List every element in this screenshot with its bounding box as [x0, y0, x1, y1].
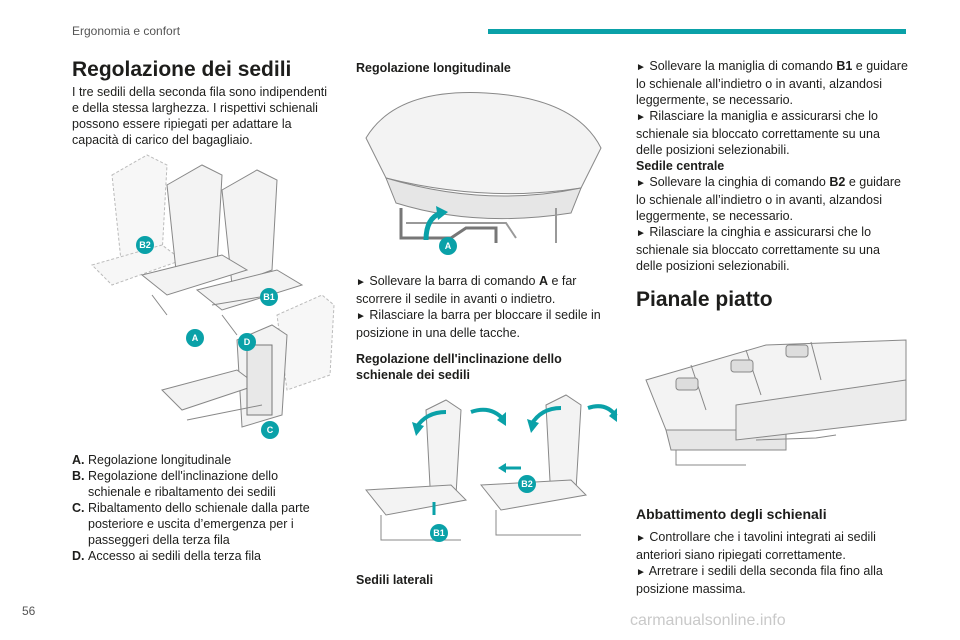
legend-item-c: C. Ribaltamento dello schienale dalla pa…: [72, 501, 310, 547]
callout-b2-recline: B2: [521, 479, 533, 489]
flat-floor-illustration: [645, 339, 907, 466]
step-longitudinal-2: ► Rilasciare la barra per bloccare il se…: [356, 308, 601, 340]
page-number: 56: [22, 604, 36, 618]
legend-list: A. Regolazione longitudinale B. Regolazi…: [72, 452, 334, 564]
step-center-2: ► Rilasciare la cinghia e assicurarsi ch…: [636, 225, 880, 273]
callout-d: D: [244, 337, 251, 347]
longitudinal-adjust-illustration: A: [365, 92, 602, 255]
column-3-bottom: Abbattimento degli schienali ► Controlla…: [636, 505, 908, 597]
step-side-2: ► Rilasciare la maniglia e assicurarsi c…: [636, 109, 880, 157]
legend-item-d: D. Accesso ai sedili della terza fila: [72, 549, 261, 563]
step-longitudinal-1: ► Sollevare la barra di comando A e far …: [356, 274, 577, 306]
callout-b2: B2: [139, 240, 151, 250]
callout-a: A: [192, 333, 199, 343]
column-3-top: ► Sollevare la maniglia di comando B1 e …: [636, 58, 908, 312]
section-title: Regolazione dei sedili: [72, 58, 292, 81]
title-flat-floor: Pianale piatto: [636, 288, 773, 311]
heading-longitudinal: Regolazione longitudinale: [356, 61, 511, 75]
column-2-top: Regolazione longitudinale: [356, 60, 610, 76]
overview-callouts: B2 B1 A D C: [136, 236, 279, 439]
legend-item-b: B. Regolazione dell'inclinazione dello s…: [72, 469, 279, 499]
heading-recline: Regolazione dell'inclinazione dello schi…: [356, 352, 562, 382]
subheading-side-seats: Sedili laterali: [356, 573, 434, 587]
step-fold-2: ► Arretrare i sedili della seconda fila …: [636, 564, 883, 596]
callout-b1-recline: B1: [433, 528, 445, 538]
recline-adjust-illustration: B1 B2: [365, 394, 618, 542]
column-1: Regolazione dei sedili I tre sedili dell…: [72, 58, 334, 148]
subheading-center-seat: Sedile centrale: [636, 159, 725, 173]
intro-paragraph: I tre sedili della seconda fila sono ind…: [72, 85, 328, 147]
step-center-1: ► Sollevare la cinghia di comando B2 e g…: [636, 175, 901, 223]
heading-fold-backrests: Abbattimento degli schienali: [636, 506, 827, 522]
legend-item-a: A. Regolazione longitudinale: [72, 453, 232, 467]
column-2-bottom: Sedili laterali: [356, 572, 610, 588]
step-fold-1: ► Controllare che i tavolini integrati a…: [636, 530, 876, 562]
callout-b1: B1: [263, 292, 275, 302]
step-side-1: ► Sollevare la maniglia di comando B1 e …: [636, 59, 908, 107]
callout-a-longitudinal: A: [445, 241, 452, 251]
column-2-middle: ► Sollevare la barra di comando A e far …: [356, 273, 610, 383]
watermark: carmanualsonline.info: [630, 612, 786, 629]
callout-c: C: [267, 425, 274, 435]
running-header: Ergonomia e confort: [72, 24, 181, 38]
seats-overview-illustration: B2 B1 A D C: [91, 154, 335, 439]
header-accent-bar: [488, 29, 906, 34]
